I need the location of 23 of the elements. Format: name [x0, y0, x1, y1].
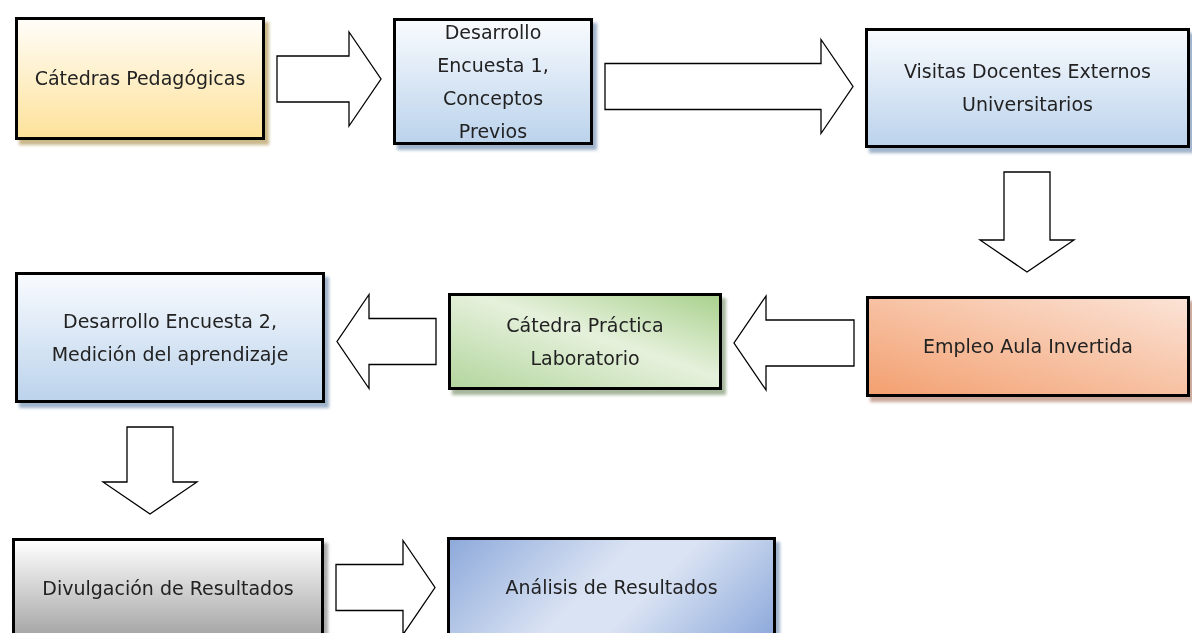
process-box [12, 538, 324, 633]
box-label: Análisis de Resultados [505, 574, 718, 600]
box-label: Cátedra Práctica Laboratorio [505, 312, 665, 371]
block-arrow [977, 171, 1077, 273]
block-arrow [276, 29, 382, 129]
process-box [865, 28, 1190, 148]
box-label: Cátedras Pedagógicas [34, 66, 246, 91]
box-label: Visitas Docentes Externos Universitarios [903, 59, 1152, 117]
block-arrow [604, 37, 854, 136]
box-label: Empleo Aula Invertida [923, 334, 1133, 359]
process-box [447, 537, 776, 633]
process-box [448, 293, 722, 390]
box-label: Desarrollo Encuesta 2, Medición del aprendizaje [50, 308, 290, 367]
box-label: Desarrollo Encuesta 1, Conceptos Previos [436, 19, 550, 144]
box-label: Divulgación de Resultados [42, 575, 294, 601]
process-box [15, 272, 325, 403]
block-arrow [100, 426, 200, 515]
process-box [15, 17, 265, 140]
block-arrow [335, 538, 436, 633]
process-box [866, 296, 1190, 397]
block-arrow [336, 292, 437, 391]
block-arrow [733, 293, 855, 393]
process-box [393, 18, 593, 145]
